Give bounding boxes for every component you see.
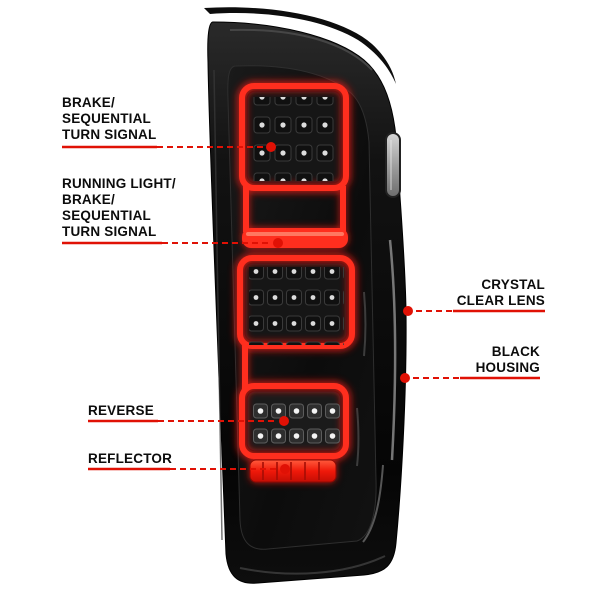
callout-black-housing-label: BLACK HOUSING [475,344,540,375]
callout-reverse-label: REVERSE [88,403,154,418]
callout-leader-lines [62,145,545,471]
reverse-led-grid [250,394,340,444]
callout-reflector-label: REFLECTOR [88,451,173,466]
housing-top-sheen [229,28,373,71]
lens-edge-highlight-lower [362,464,384,543]
running-light-bar [242,228,348,248]
running-led-grid [249,267,344,345]
lens-ridge-mark [363,291,367,357]
callout-dot-lens [403,306,413,316]
callout-dots [266,142,413,474]
housing-left-sheen [213,69,223,541]
callout-dot-reverse [279,416,289,426]
lens-edge-highlight [388,239,397,461]
callout-dot-housing [400,373,410,383]
callout-brake-label: BRAKE/ SEQUENTIAL TURN SIGNAL [62,95,157,142]
brake-led-grid [251,97,335,181]
callout-dot-brake [266,142,276,152]
callout-running-light-label: RUNNING LIGHT/ BRAKE/ SEQUENTIAL TURN SI… [62,176,176,239]
callout-dot-reflector [280,464,290,474]
housing-bottom-sheen [239,555,386,575]
callout-dot-running [273,238,283,248]
lens-ridge-mark-lower [356,407,360,467]
side-marker [385,132,401,198]
callout-crystal-lens-label: CRYSTAL CLEAR LENS [456,277,545,308]
reflector-bar [249,459,337,483]
